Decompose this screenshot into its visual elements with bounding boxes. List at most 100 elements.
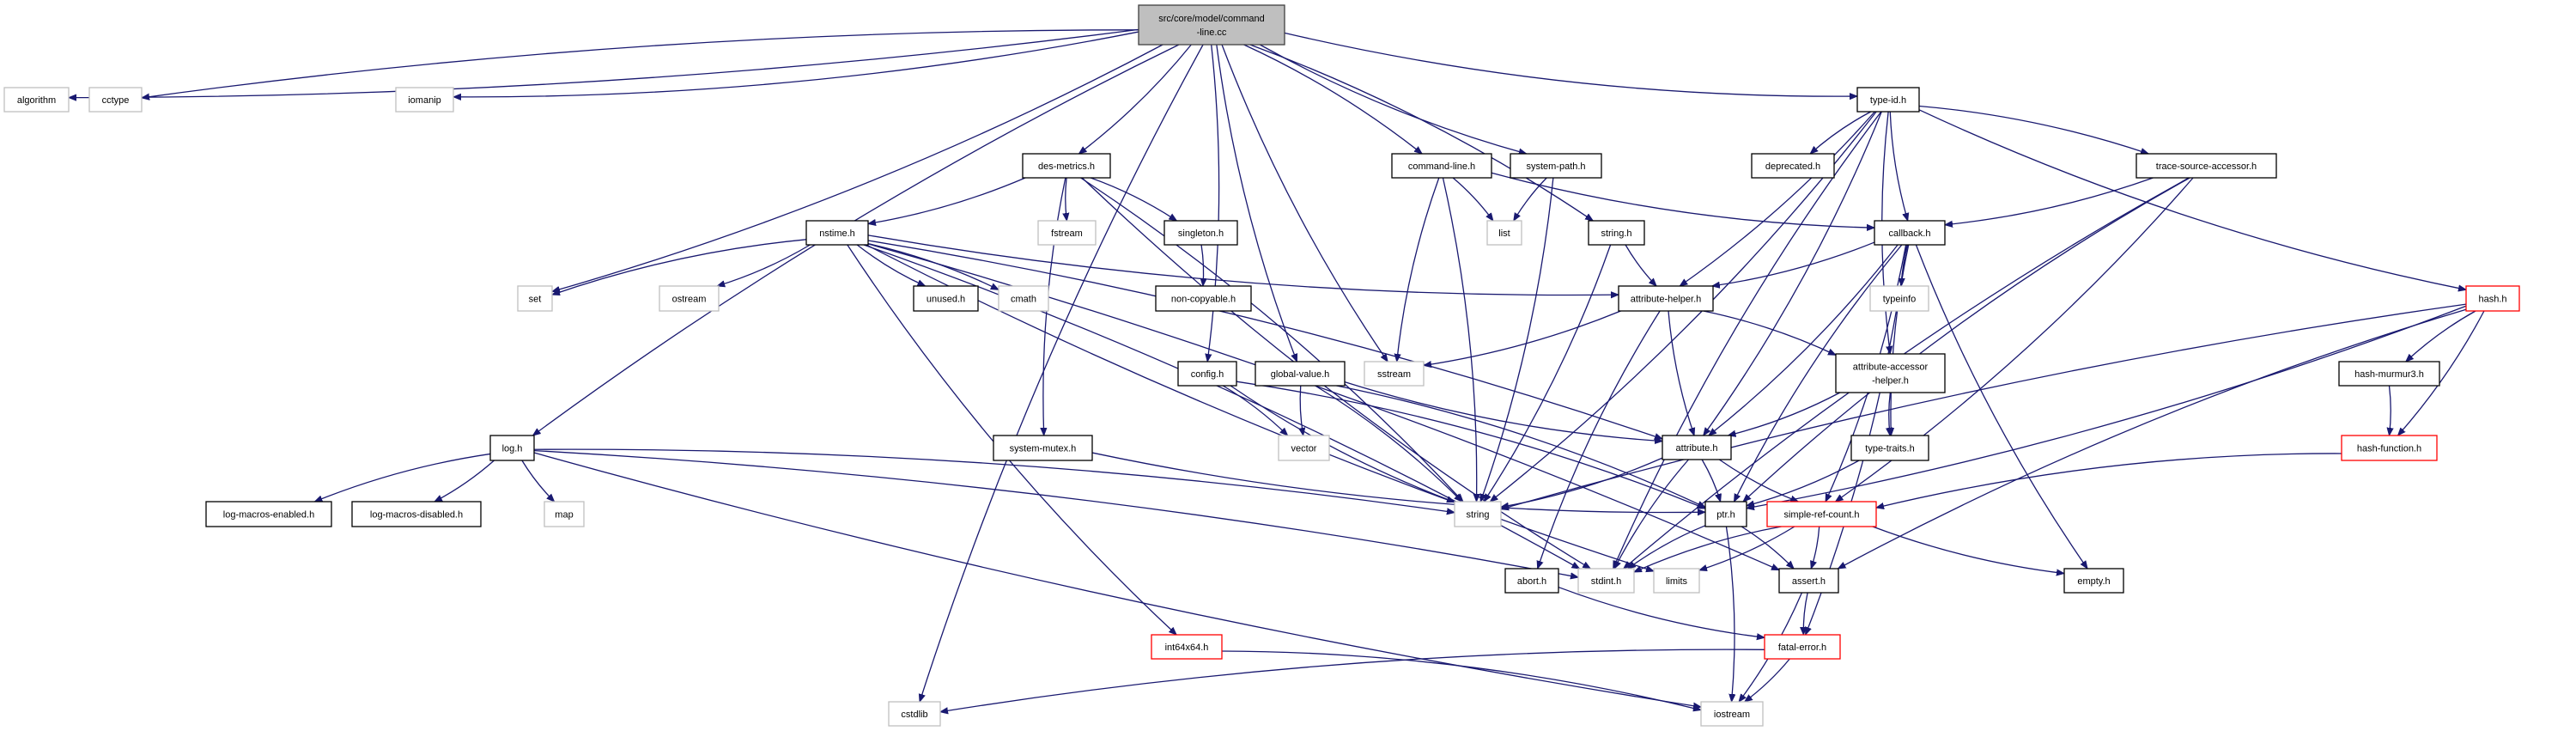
node-label: stdint.h (1591, 576, 1621, 587)
edge-nstime-h-to-limits (866, 244, 1654, 571)
node-hash-function-h[interactable]: hash-function.h (2341, 435, 2438, 461)
edge-attribute-helper-h-to-attribute-h (1668, 310, 1694, 436)
edge-log-h-to-string (533, 448, 1455, 513)
node-unused-h[interactable]: unused.h (913, 285, 979, 312)
node-label: trace-source-accessor.h (2156, 161, 2257, 172)
node-label: iostream (1714, 710, 1750, 720)
edge-attribute-helper-h-to-attribute-accessor-helper-h (1703, 310, 1836, 356)
edge-log-h-to-map (521, 460, 555, 502)
node-string-h[interactable]: string.h (1588, 220, 1645, 246)
edge-trace-source-accessor-h-to-ptr-h (1743, 177, 2190, 502)
edge-config-h-to-vector (1222, 385, 1287, 436)
node-system-path-h[interactable]: system-path.h (1510, 153, 1602, 179)
node-singleton-h[interactable]: singleton.h (1163, 220, 1238, 246)
node-box (1588, 220, 1645, 246)
node-des-metrics-h[interactable]: des-metrics.h (1022, 153, 1111, 179)
node-set: set (517, 285, 553, 312)
node-system-mutex-h[interactable]: system-mutex.h (993, 435, 1093, 461)
node-log-macros-disabled-h[interactable]: log-macros-disabled.h (351, 501, 482, 527)
node-box (1151, 634, 1223, 660)
node-hash-h[interactable]: hash.h (2465, 285, 2520, 312)
node-cstdlib: cstdlib (888, 701, 941, 727)
node-int64x64-h[interactable]: int64x64.h (1151, 634, 1223, 660)
node-label: type-id.h (1870, 95, 1906, 106)
edge-string-h-to-string (1484, 244, 1612, 502)
edge-root-to-command-line-h (1243, 44, 1423, 154)
edge-fatal-error-h-to-iostream (1745, 658, 1790, 702)
node-non-copyable-h[interactable]: non-copyable.h (1155, 285, 1252, 312)
edge-hash-murmur3-h-to-hash-function-h (2390, 385, 2391, 436)
node-command-line-h[interactable]: command-line.h (1391, 153, 1492, 179)
node-box (1278, 435, 1330, 461)
node-label: unused.h (927, 295, 965, 305)
node-empty-h[interactable]: empty.h (2063, 568, 2124, 594)
edge-attribute-accessor-helper-h-to-type-traits-h (1889, 392, 1891, 436)
node-iostream: iostream (1700, 701, 1764, 727)
node-hash-murmur3-h[interactable]: hash-murmur3.h (2338, 361, 2440, 387)
edge-hash-h-to-ptr-h (1747, 305, 2467, 509)
node-trace-source-accessor-h[interactable]: trace-source-accessor.h (2136, 153, 2277, 179)
edge-type-id-h-to-attribute-h (1704, 111, 1882, 436)
edge-attribute-accessor-helper-h-to-attribute-h (1728, 392, 1841, 436)
edge-des-metrics-h-to-nstime-h (868, 177, 1026, 223)
node-box (1856, 87, 1920, 113)
edge-global-value-h-to-attribute-h (1344, 381, 1662, 442)
node-box (2063, 568, 2124, 594)
node-label: -line.cc (1197, 27, 1227, 38)
node-box (888, 701, 941, 727)
edge-type-id-h-to-trace-source-accessor-h (1918, 105, 2148, 154)
node-abort-h[interactable]: abort.h (1504, 568, 1559, 594)
node-callback-h[interactable]: callback.h (1874, 220, 1946, 246)
node-label: global-value.h (1271, 369, 1330, 380)
edge-hash-h-to-assert-h (1838, 308, 2467, 570)
node-label: -helper.h (1872, 376, 1909, 387)
node-type-id-h[interactable]: type-id.h (1856, 87, 1920, 113)
node-box (1022, 153, 1111, 179)
node-fatal-error-h[interactable]: fatal-error.h (1764, 634, 1841, 660)
node-log-h[interactable]: log.h (489, 435, 535, 461)
edge-log-h-to-iostream (533, 452, 1701, 707)
node-simple-ref-count-h[interactable]: simple-ref-count.h (1766, 501, 1877, 527)
node-assert-h[interactable]: assert.h (1778, 568, 1839, 594)
node-label: log.h (502, 444, 523, 454)
node-label: nstime.h (819, 228, 855, 239)
node-label: assert.h (1792, 576, 1826, 587)
edge-callback-h-to-type-traits-h (1891, 244, 1910, 436)
node-type-traits-h[interactable]: type-traits.h (1850, 435, 1929, 461)
edge-attribute-h-to-simple-ref-count-h (1718, 459, 1798, 503)
edge-hash-h-to-hash-murmur3-h (2406, 310, 2476, 362)
edge-system-path-h-to-string (1480, 177, 1554, 502)
edge-command-line-h-to-list (1452, 177, 1493, 221)
node-box (1364, 361, 1425, 387)
node-box (1778, 568, 1839, 594)
edge-config-h-to-ptr-h (1236, 381, 1705, 509)
edge-log-h-to-log-macros-enabled-h (314, 453, 491, 503)
node-log-macros-enabled-h[interactable]: log-macros-enabled.h (205, 501, 332, 527)
node-config-h[interactable]: config.h (1177, 361, 1237, 387)
node-box (805, 220, 869, 246)
node-label: set (529, 295, 542, 305)
node-label: vector (1291, 444, 1317, 454)
edge-attribute-helper-h-to-abort-h (1538, 310, 1661, 569)
node-attribute-h[interactable]: attribute.h (1662, 435, 1732, 460)
node-deprecated-h[interactable]: deprecated.h (1751, 153, 1835, 179)
node-box (1662, 435, 1732, 460)
edge-root-to-cctype (142, 29, 1139, 98)
node-box (1510, 153, 1602, 179)
edge-type-id-h-to-callback-h (1889, 111, 1907, 221)
node-label: fstream (1051, 228, 1083, 239)
node-ptr-h[interactable]: ptr.h (1704, 501, 1747, 527)
node-box (489, 435, 535, 461)
node-attribute-helper-h[interactable]: attribute-helper.h (1618, 285, 1714, 312)
edge-root-to-des-metrics-h (1078, 44, 1192, 154)
node-box (1869, 285, 1929, 312)
node-stdint-h: stdint.h (1577, 568, 1635, 594)
node-global-value-h[interactable]: global-value.h (1255, 361, 1346, 387)
node-label: sstream (1377, 369, 1411, 380)
node-label: attribute-accessor (1853, 362, 1929, 373)
edge-root-to-cstdlib (920, 44, 1204, 702)
node-attribute-accessor-helper-h[interactable]: attribute-accessor -helper.h (1835, 353, 1946, 393)
node-nstime-h[interactable]: nstime.h (805, 220, 869, 246)
edge-trace-source-accessor-h-to-simple-ref-count-h (1836, 177, 2194, 502)
node-label: typeinfo (1883, 295, 1917, 305)
